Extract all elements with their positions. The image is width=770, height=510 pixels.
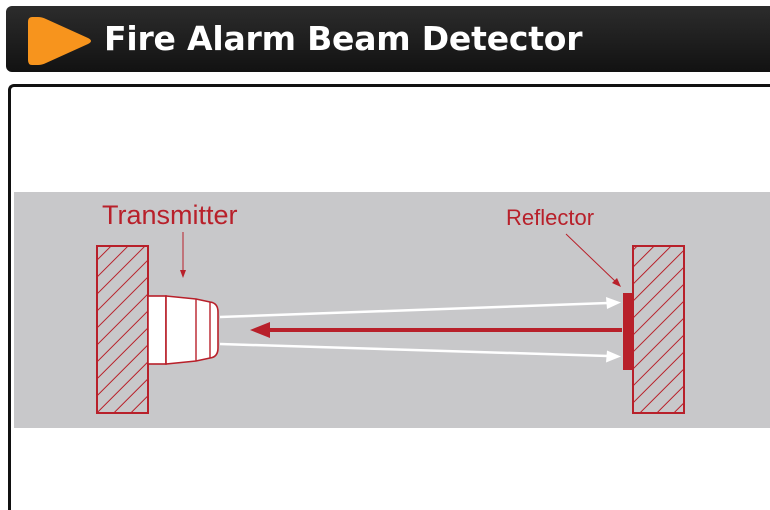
transmitter-device (147, 295, 219, 365)
reflector-plate (623, 293, 633, 370)
right-wall (632, 245, 685, 414)
transmitter-pointer (180, 232, 186, 278)
reflector-label: Reflector (506, 205, 594, 230)
title-bar: Fire Alarm Beam Detector (6, 6, 770, 72)
outgoing-beam-arrow (219, 297, 621, 319)
return-beam-arrow (250, 322, 622, 338)
transmitter-label: Transmitter (102, 200, 238, 230)
play-arrow-icon[interactable] (24, 13, 96, 69)
lower-beam-arrow (219, 342, 621, 363)
reflector-pointer (565, 233, 621, 287)
page-title: Fire Alarm Beam Detector (104, 19, 583, 58)
left-wall (96, 245, 149, 414)
